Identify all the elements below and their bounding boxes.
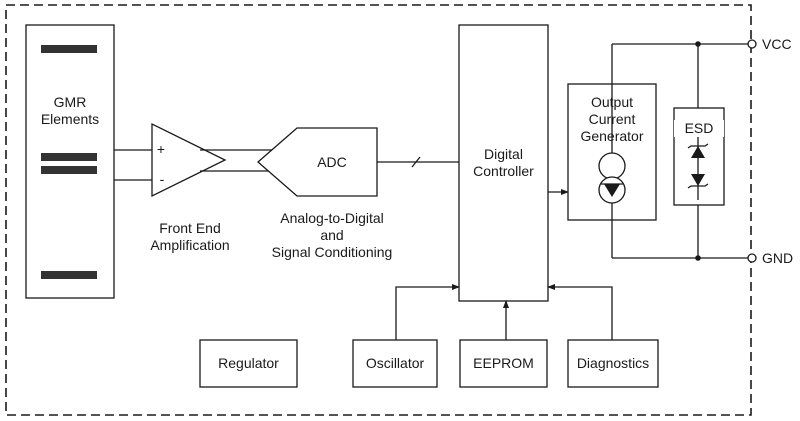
gmr-label-line2: Elements <box>40 111 100 127</box>
vcc-pin-label: VCC <box>762 36 792 52</box>
esd-zener-upper-icon <box>687 143 709 158</box>
analog-to-digital-label: Analog-to-Digital and Signal Conditionin… <box>252 210 412 261</box>
current-source-icon <box>598 152 626 204</box>
amp-label-line1: Front End <box>159 220 221 236</box>
esd-label: ESD <box>674 120 724 137</box>
gmr-bar-mid-lower <box>41 166 97 174</box>
adc-label: ADC <box>317 154 347 170</box>
esd-zener-lower-icon <box>687 174 709 189</box>
amp-plus-sign: + <box>156 141 166 157</box>
controller-label-line1: Digital <box>484 146 523 162</box>
gmr-elements-box <box>25 24 115 299</box>
gmr-elements-label: GMR Elements <box>26 94 114 128</box>
wire-diagnostics-to-controller <box>547 284 613 340</box>
output-current-generator-label: Output Current Generator <box>568 94 656 145</box>
controller-label-line2: Controller <box>473 163 534 179</box>
eeprom-label: EEPROM <box>473 355 534 371</box>
bus-slash <box>411 156 421 168</box>
amplifier-symbol <box>151 122 227 198</box>
output-label-line2: Current <box>588 111 636 127</box>
front-end-amplification-label: Front End Amplification <box>130 220 250 254</box>
diagnostics-label: Diagnostics <box>576 355 650 371</box>
gmr-label-line1: GMR <box>53 94 87 110</box>
adc-caption-line1: Analog-to-Digital <box>280 210 384 226</box>
diagnostics-box <box>567 339 659 388</box>
eeprom-box <box>459 339 548 388</box>
oscillator-label: Oscillator <box>365 355 425 371</box>
gmr-bar-top <box>41 45 97 53</box>
adc-caption-line2: and <box>320 227 344 243</box>
vcc-pin-icon <box>747 39 757 49</box>
gmr-bar-mid-upper <box>41 153 97 161</box>
package-boundary <box>5 4 752 416</box>
wire-oscillator-to-controller <box>395 284 460 340</box>
gnd-pin-label: GND <box>762 250 794 266</box>
regulator-label: Regulator <box>218 355 279 371</box>
digital-controller-box <box>458 24 549 302</box>
amp-label-line2: Amplification <box>150 237 230 253</box>
gmr-bar-bottom <box>41 271 97 279</box>
amp-minus-sign: - <box>159 171 165 187</box>
digital-controller-label: Digital Controller <box>459 146 548 180</box>
output-label-line1: Output <box>590 94 634 110</box>
gnd-pin-icon <box>747 253 757 263</box>
output-label-line3: Generator <box>580 128 644 144</box>
oscillator-box <box>352 339 438 388</box>
regulator-box <box>199 339 298 388</box>
adc-caption-line3: Signal Conditioning <box>271 244 393 260</box>
